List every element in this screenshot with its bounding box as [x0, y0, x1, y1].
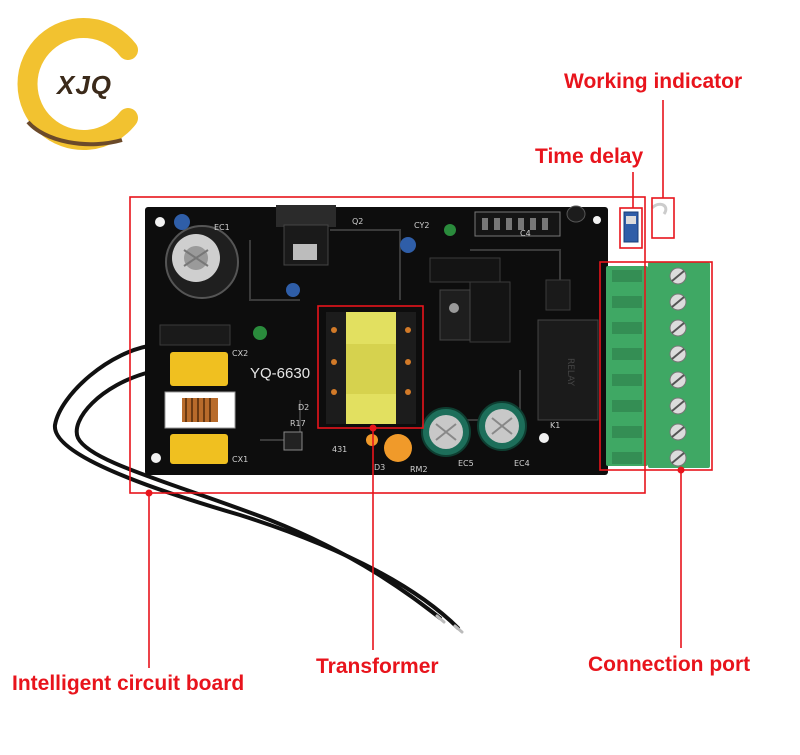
- label-time-delay: Time delay: [535, 145, 644, 168]
- regulator-heatsink: [429, 257, 511, 343]
- common-mode-choke: [164, 391, 236, 429]
- capacitor-ec1: [165, 225, 239, 299]
- terminal-socket: [612, 374, 642, 386]
- logo-arc: [26, 120, 123, 147]
- box-connection-port: [599, 261, 713, 471]
- capacitor-ec5: [421, 407, 471, 457]
- component-label: D2: [298, 403, 309, 412]
- component-label: EC4: [514, 459, 530, 468]
- label-working-indicator: Working indicator: [564, 70, 743, 93]
- component-label: Q2: [352, 217, 363, 226]
- logo-ring: [17, 18, 138, 150]
- component-label: D3: [374, 463, 385, 472]
- terminal-socket: [612, 400, 642, 412]
- component-label: K1: [550, 421, 560, 430]
- terminal-socket: [612, 452, 642, 464]
- terminal-screw-slot: [671, 270, 685, 282]
- terminal-socket: [612, 426, 642, 438]
- box-intelligent-circuit-board: [129, 196, 646, 494]
- label-intelligent-circuit-board: Intelligent circuit board: [12, 672, 245, 695]
- capacitor-ec4: [477, 401, 527, 451]
- component-label: R17: [290, 419, 306, 428]
- mosfet-q2: [276, 205, 336, 266]
- terminal-block: [606, 262, 710, 468]
- terminal-screw-slot: [671, 452, 685, 464]
- terminal-screw-slot: [671, 374, 685, 386]
- terminal-socket: [612, 322, 642, 334]
- x-capacitors: [170, 352, 228, 464]
- indicator-led: [650, 202, 668, 215]
- terminal-socket: [612, 296, 642, 308]
- terminal-screw-slot: [671, 426, 685, 438]
- circuit-board: RELAY YQ-6630: [145, 202, 710, 475]
- component-label: 431: [332, 445, 347, 454]
- component-label: CY2: [414, 221, 429, 230]
- terminal-socket: [612, 348, 642, 360]
- component-label: C4: [520, 229, 531, 238]
- terminal-screw-slot: [671, 400, 685, 412]
- component-label: EC1: [214, 223, 230, 232]
- terminal-socket: [612, 270, 642, 282]
- logo-text: XJQ: [57, 70, 113, 100]
- board-model-text: YQ-6630: [250, 365, 310, 382]
- terminal-screw-slot: [671, 348, 685, 360]
- label-connection-port: Connection port: [588, 653, 751, 676]
- box-time-delay: [619, 207, 643, 249]
- component-label: EC5: [458, 459, 474, 468]
- terminal-screw-slot: [671, 296, 685, 308]
- terminal-screw-slot: [671, 322, 685, 334]
- component-label: CX1: [232, 455, 248, 464]
- component-label: RM2: [410, 465, 428, 474]
- svg-text:RELAY: RELAY: [565, 358, 575, 387]
- annotation-dots: [145, 424, 685, 497]
- logo: [17, 18, 138, 150]
- component-label: CX2: [232, 349, 248, 358]
- label-transformer: Transformer: [316, 655, 439, 678]
- transformer-component: [326, 312, 416, 424]
- relay: RELAY: [537, 319, 599, 421]
